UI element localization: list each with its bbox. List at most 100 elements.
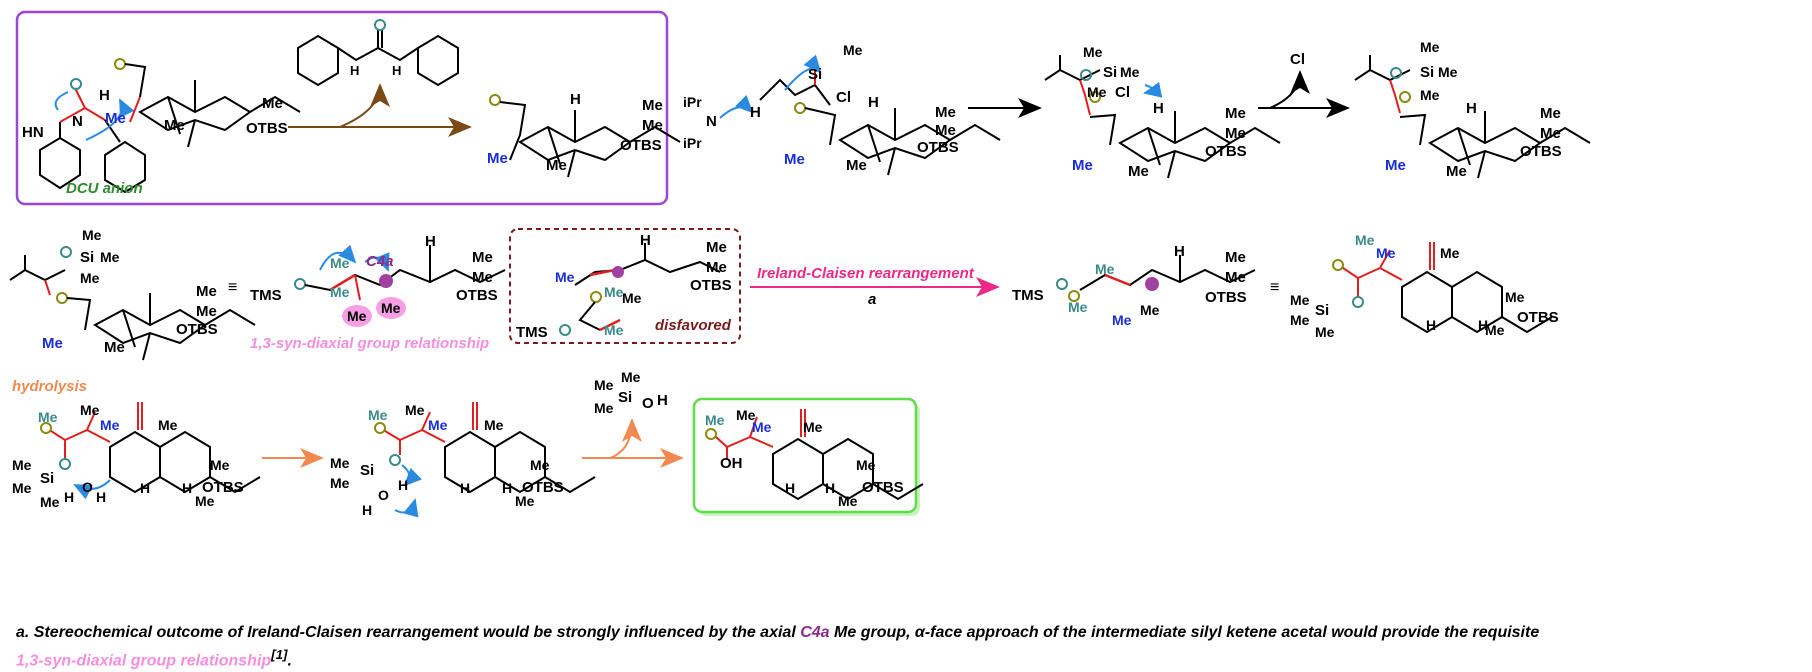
label-syn-diaxial: 1,3-syn-diaxial group relationship	[250, 335, 489, 352]
label-me-b1i: Me	[195, 493, 215, 509]
label-me-t2: Me	[594, 377, 614, 393]
label-me-b1a: Me	[38, 409, 58, 425]
label-me-f5: Me	[856, 457, 876, 473]
label-me-b1h: Me	[210, 457, 230, 473]
label-me-si2c: Me	[1087, 84, 1107, 100]
label-me-b2f: Me	[330, 475, 350, 491]
label-me-1b: Me	[164, 117, 185, 134]
label-h-2: H	[570, 91, 581, 108]
label-cl-2: Cl	[1115, 84, 1130, 101]
label-me-3b: Me	[846, 157, 867, 174]
label-me-m1a: Me	[82, 227, 102, 243]
label-me-ts-c: Me	[347, 308, 367, 324]
label-h-b1a: H	[64, 489, 74, 505]
label-me-f6: Me	[838, 493, 858, 509]
label-me-se-f: Me	[1315, 324, 1335, 340]
label-otbs-ts: OTBS	[456, 287, 498, 304]
footnote-end: .	[287, 652, 292, 670]
footnote: a. Stereochemical outcome of Ireland-Cla…	[16, 622, 1796, 672]
label-me-4c: Me	[1225, 105, 1246, 122]
label-h-b1b: H	[96, 489, 106, 505]
alcohol-substrate	[114, 58, 301, 148]
label-h-dcu-left: H	[350, 63, 359, 78]
label-otbs-se: OTBS	[1517, 309, 1559, 326]
label-me-si2b: Me	[1120, 64, 1140, 80]
label-me-2c: Me	[642, 97, 663, 114]
reaction-scheme: HN N H DCU anion Me Me Me OTBS H H Me Me…	[9, 10, 1591, 518]
label-n-dcu: N	[72, 113, 83, 130]
label-cl-1: Cl	[836, 89, 851, 106]
label-h-b2c: H	[460, 480, 470, 496]
label-dcu-anion: DCU anion	[66, 180, 143, 197]
label-disfavored: disfavored	[655, 317, 732, 334]
disfavored-box	[509, 228, 741, 344]
label-me-ts-f: Me	[472, 269, 493, 286]
label-me-se-e: Me	[1290, 312, 1310, 328]
curve-hydrolysis	[609, 418, 642, 459]
silyl-ester-product	[1332, 242, 1553, 333]
label-me-se-d: Me	[1290, 292, 1310, 308]
label-h-dcu: H	[99, 87, 110, 104]
footnote-pink: 1,3-syn-diaxial group relationship	[16, 652, 272, 670]
label-me-r-c: Me	[1112, 312, 1132, 328]
label-me-3d: Me	[935, 122, 956, 139]
brown-curve	[339, 83, 390, 128]
label-equiv-1: ≡	[228, 279, 237, 296]
label-me-f2: Me	[736, 407, 756, 423]
label-me-1c: Me	[262, 95, 283, 112]
chair-transition-state: TMS	[250, 244, 506, 327]
label-otbs-dis: OTBS	[690, 277, 732, 294]
label-me-se-c: Me	[1440, 245, 1460, 261]
label-h-b2a: H	[398, 477, 408, 493]
label-me-5b: Me	[1446, 163, 1467, 180]
label-a: a	[868, 291, 876, 308]
label-me-b2a: Me	[368, 407, 388, 423]
label-me-dis-d: Me	[604, 322, 624, 338]
label-otbs-m1: OTBS	[176, 321, 218, 338]
label-me-b2h: Me	[515, 493, 535, 509]
label-h-5: H	[1466, 100, 1477, 117]
label-me-2d: Me	[642, 117, 663, 134]
label-h-lda: H	[750, 104, 761, 121]
label-h-3: H	[868, 94, 879, 111]
ester-substrate	[759, 54, 1001, 176]
label-me-f4: Me	[803, 419, 823, 435]
label-me-top-5a: Me	[1420, 39, 1440, 55]
label-si-b1: Si	[40, 470, 54, 487]
label-tms-ts: TMS	[250, 287, 282, 304]
label-hn: HN	[22, 124, 44, 141]
label-me-blue-1: Me	[105, 110, 126, 127]
label-me-t3: Me	[594, 400, 614, 416]
label-si-1: Si	[808, 66, 822, 83]
label-me-b1g: Me	[40, 494, 60, 510]
label-otbs-1: OTBS	[246, 120, 288, 137]
label-me-ts-e: Me	[472, 249, 493, 266]
dcu-anion-structure	[39, 78, 146, 194]
final-acid-product	[705, 409, 924, 500]
product-box	[692, 397, 918, 514]
footnote-prefix: a.	[16, 624, 30, 641]
label-me-r-f: Me	[1225, 269, 1246, 286]
label-ipr-top: iPr	[683, 94, 702, 110]
label-me-3c: Me	[935, 104, 956, 121]
label-me-b1d: Me	[158, 417, 178, 433]
label-me-blue-m1: Me	[42, 335, 63, 352]
label-otbs-3: OTBS	[917, 139, 959, 156]
label-h-f2: H	[825, 480, 835, 496]
label-h-r: H	[1174, 243, 1185, 260]
footnote-part1: Stereochemical outcome of Ireland-Claise…	[33, 624, 796, 641]
label-me-m1b: Me	[100, 249, 120, 265]
label-me-m1c: Me	[80, 270, 100, 286]
footnote-c4a: C4a	[800, 624, 830, 641]
label-cl-anion: Cl	[1290, 51, 1305, 68]
label-o-b2: O	[378, 487, 389, 503]
disfavored-ts	[559, 243, 721, 336]
hydrolysis-intermediate	[374, 402, 596, 518]
label-me-m1e: Me	[196, 283, 217, 300]
hydrolysis-substrate	[40, 402, 261, 500]
label-me-top-5b: Me	[1438, 64, 1458, 80]
label-h-ts: H	[425, 233, 436, 250]
lda-reagent: iPr N iPr H	[683, 94, 761, 151]
label-h-b2b: H	[362, 502, 372, 518]
label-tms-r: TMS	[1012, 287, 1044, 304]
